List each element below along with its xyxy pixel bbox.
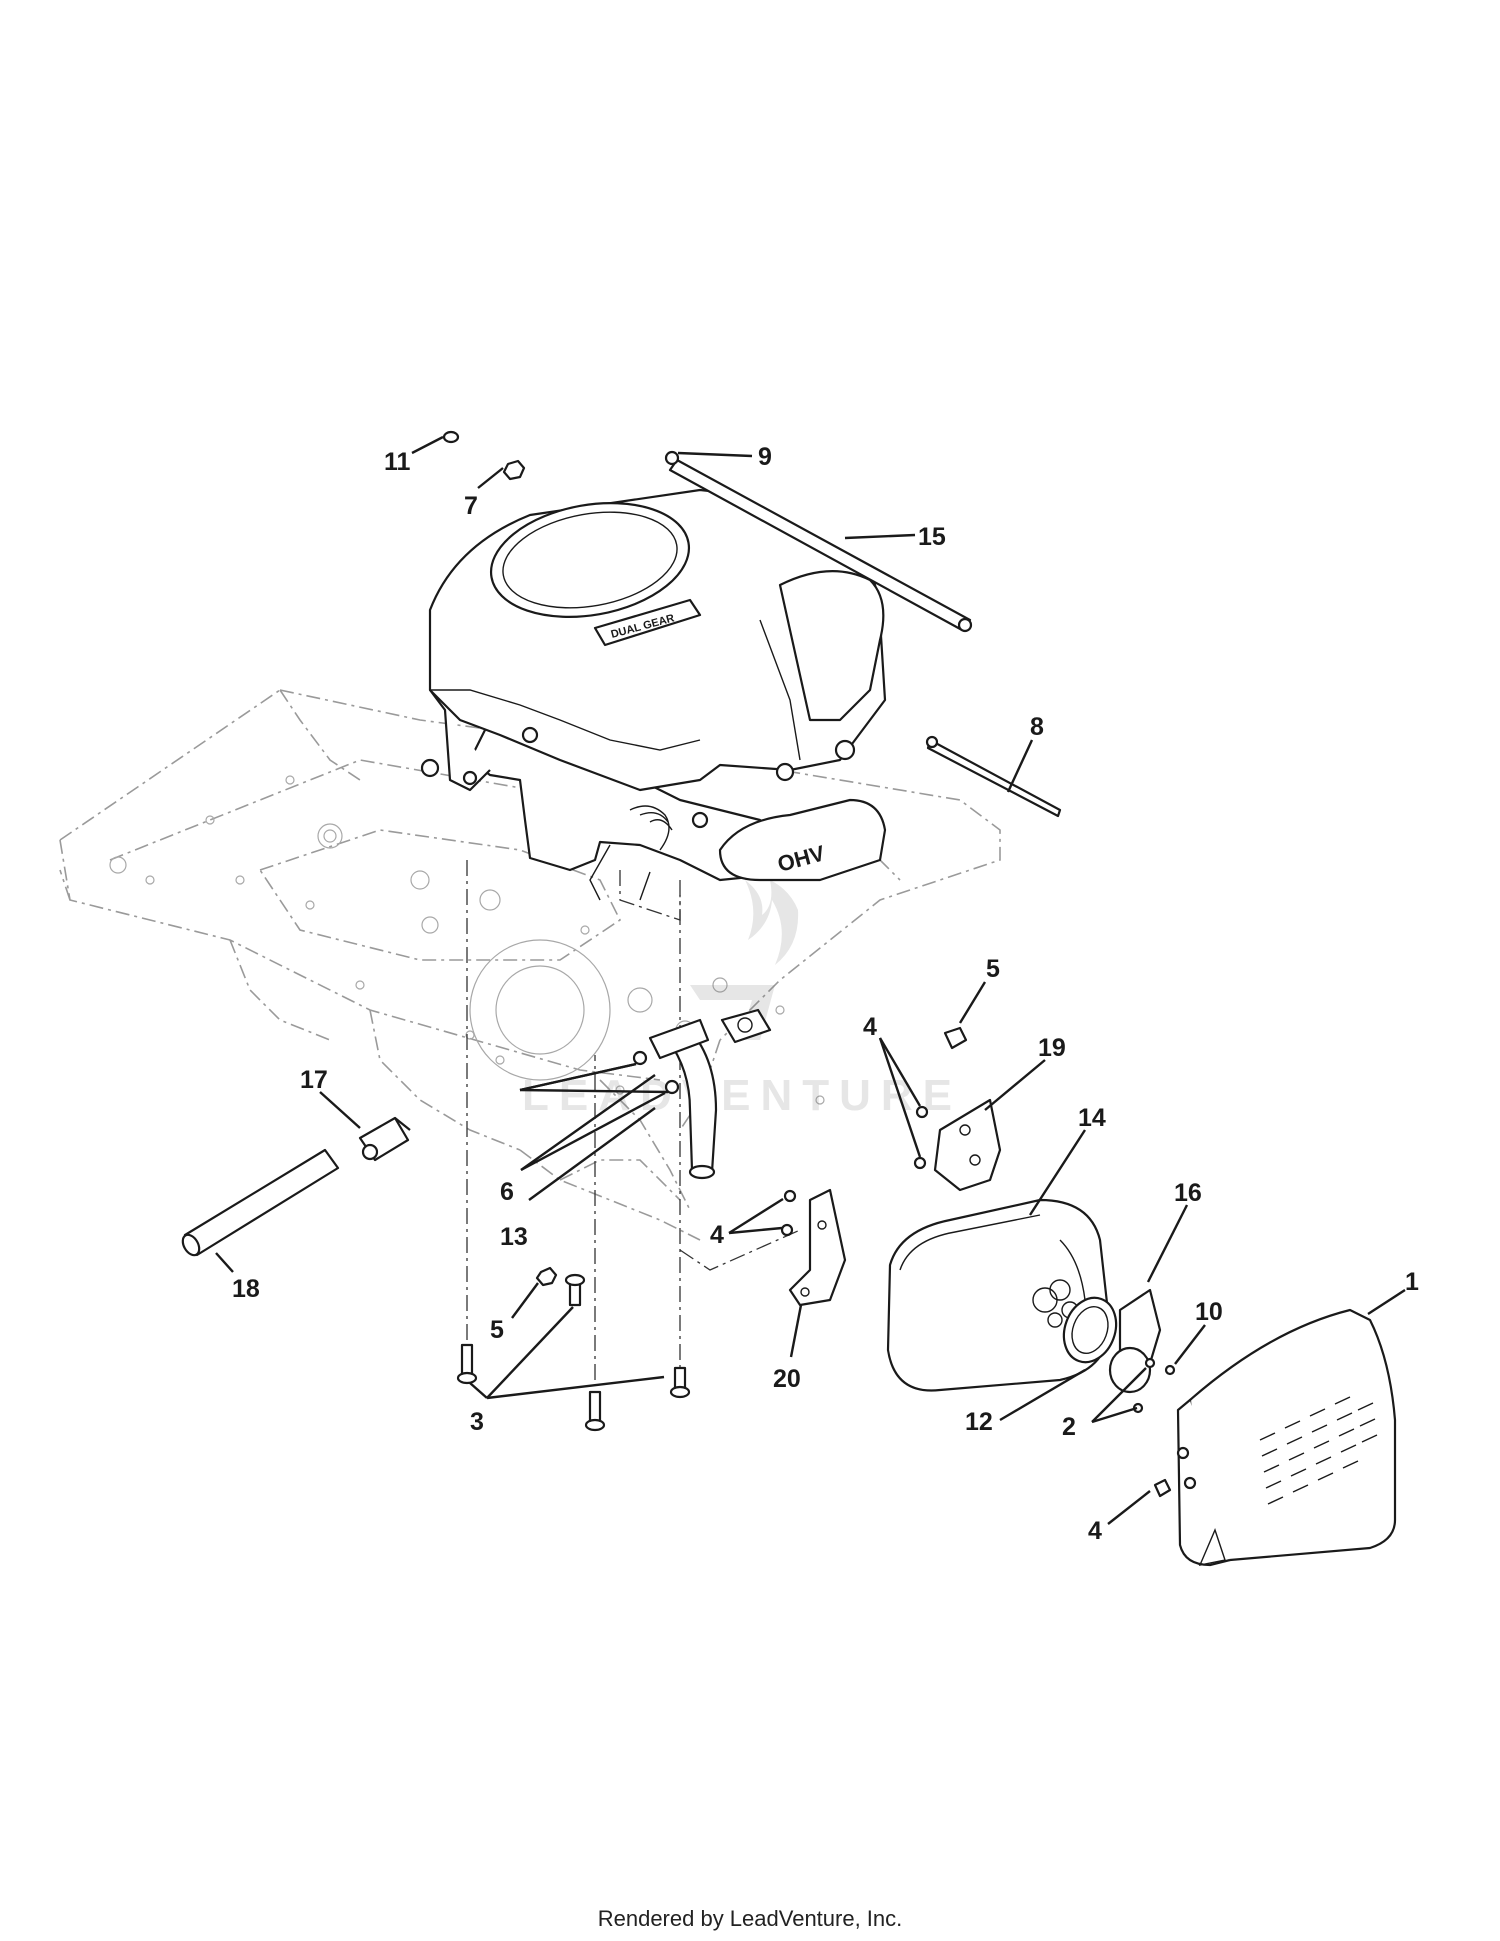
callout-18: 18 (232, 1275, 260, 1303)
part-14-muffler (886, 1198, 1112, 1392)
callout-6: 6 (500, 1178, 514, 1206)
callout-3: 3 (470, 1408, 484, 1436)
callout-19: 19 (1038, 1034, 1066, 1062)
part-18-tube (181, 1148, 340, 1257)
callout-7: 7 (464, 492, 478, 520)
part-1-muffler-guard (1176, 1308, 1397, 1567)
callout-13: 13 (500, 1223, 528, 1251)
part-8-tie (925, 735, 1062, 818)
part-12-gasket (1062, 1296, 1118, 1364)
callout-20: 20 (773, 1365, 801, 1393)
callout-4-mid: 4 (710, 1221, 724, 1249)
callout-4-bottom: 4 (1088, 1517, 1102, 1545)
part-9-nut (664, 450, 680, 466)
callout-5-bottom: 5 (490, 1316, 504, 1344)
callout-17: 17 (300, 1066, 328, 1094)
callout-2: 2 (1062, 1413, 1076, 1441)
callouts: 11 7 9 15 8 5 4 19 14 16 1 10 12 2 4 4 2… (232, 443, 1419, 1545)
part-15-rod (668, 458, 973, 633)
watermark-text: LEADVENTURE (522, 1071, 962, 1120)
centerlines (466, 860, 801, 1380)
hardware (456, 1026, 1176, 1498)
part-6-bolts (632, 1050, 680, 1095)
callout-9: 9 (758, 443, 772, 471)
callout-1: 1 (1405, 1268, 1419, 1296)
leader-lines (215, 435, 1406, 1525)
callout-4-top: 4 (863, 1013, 877, 1041)
callout-11: 11 (384, 448, 411, 476)
callout-15: 15 (918, 523, 946, 551)
callout-12: 12 (965, 1408, 993, 1436)
part-11-washer (442, 430, 460, 444)
callout-8: 8 (1030, 713, 1044, 741)
part-20-bracket (788, 1188, 847, 1307)
part-19-bracket (933, 1098, 1002, 1192)
part-16-deflector (1108, 1288, 1162, 1394)
callout-10: 10 (1195, 1298, 1223, 1326)
callout-16: 16 (1174, 1179, 1202, 1207)
part-7-nut (502, 459, 526, 481)
callout-5-top: 5 (986, 955, 1000, 983)
footer-credit: Rendered by LeadVenture, Inc. (597, 1906, 903, 1931)
part-17-connector (358, 1116, 411, 1162)
callout-14: 14 (1078, 1104, 1106, 1132)
engine: DUAL GEAR OHV (420, 488, 887, 901)
part-13-exhaust-pipe (648, 1008, 772, 1180)
